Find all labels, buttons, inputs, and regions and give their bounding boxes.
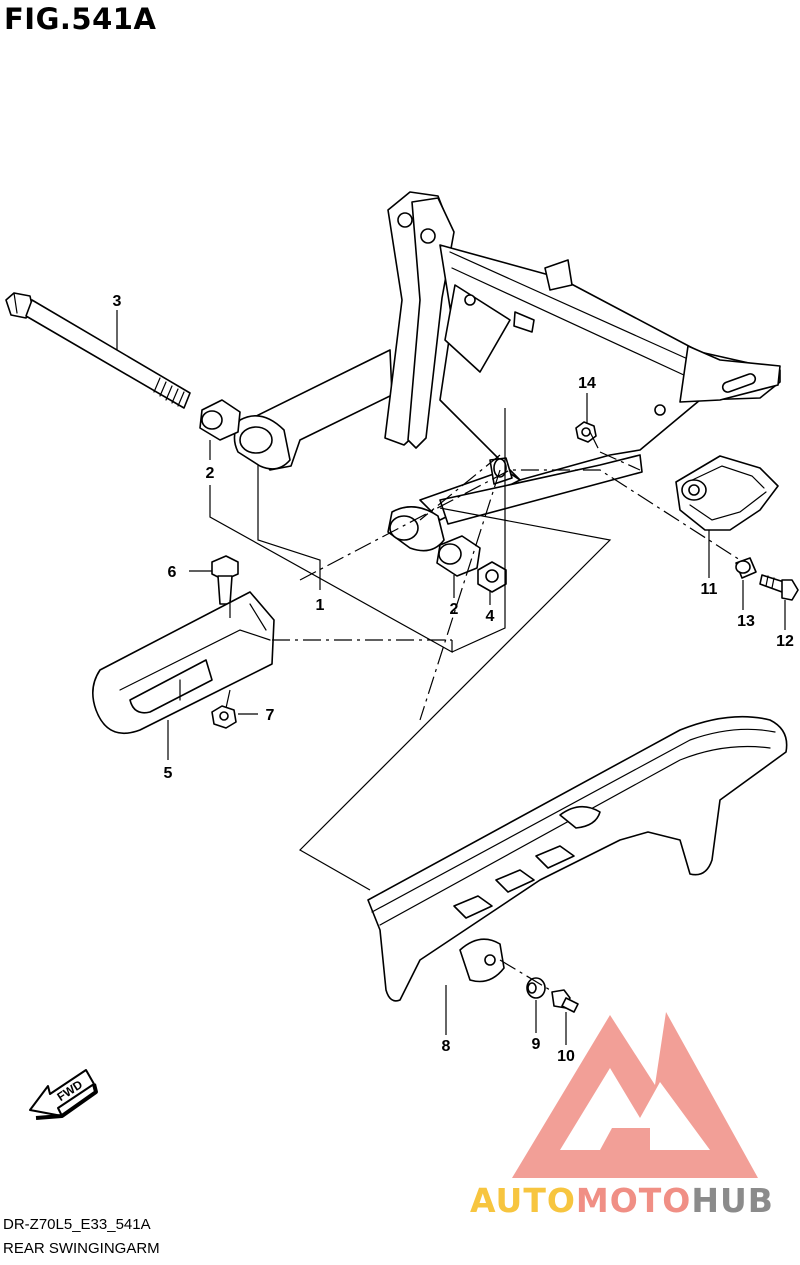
swingarm-frame-part bbox=[233, 191, 781, 552]
nut-part bbox=[477, 561, 507, 593]
diagram-name: REAR SWINGINGARM bbox=[3, 1240, 160, 1257]
pivot-bolt-part bbox=[5, 292, 191, 409]
watermark-part-2: MOTO bbox=[575, 1181, 692, 1220]
chain-slider-part bbox=[92, 591, 275, 735]
callout-11: 11 bbox=[701, 581, 718, 598]
figure-title: FIG.541A bbox=[4, 2, 157, 36]
callout-14: 14 bbox=[578, 375, 596, 392]
part-7-nut bbox=[211, 705, 237, 729]
callout-6: 6 bbox=[168, 564, 177, 581]
callout-2-upper: 2 bbox=[206, 465, 215, 482]
collar-part-upper bbox=[199, 399, 241, 441]
callout-1: 1 bbox=[316, 597, 325, 614]
spacer-part bbox=[735, 557, 757, 579]
callout-3: 3 bbox=[113, 293, 122, 310]
callout-12: 12 bbox=[776, 633, 794, 650]
callout-13: 13 bbox=[737, 613, 755, 630]
callout-2-lower: 2 bbox=[450, 601, 459, 618]
part-10-bolt bbox=[551, 989, 579, 1013]
fwd-arrow-icon: FWD bbox=[29, 1069, 98, 1120]
part-9-collar bbox=[526, 977, 546, 999]
chain-case-part bbox=[367, 715, 788, 1002]
part-12-bolt bbox=[759, 574, 799, 601]
watermark-part-1: AUTO bbox=[470, 1181, 576, 1220]
chain-guide-part bbox=[675, 455, 779, 531]
diagram-code: DR-Z70L5_E33_541A bbox=[3, 1216, 151, 1233]
part-6-bolt bbox=[211, 555, 239, 605]
watermark-text: AUTOMOTOHUB bbox=[470, 1181, 774, 1220]
callout-10: 10 bbox=[557, 1048, 575, 1065]
callout-4: 4 bbox=[486, 608, 495, 625]
callout-9: 9 bbox=[532, 1036, 541, 1053]
callout-8: 8 bbox=[442, 1038, 451, 1055]
callout-labels: 1 2 2 3 4 5 6 7 8 9 10 11 12 13 14 bbox=[113, 293, 794, 1065]
collar-part-lower bbox=[436, 535, 481, 577]
centre-lines bbox=[225, 431, 741, 991]
callout-5: 5 bbox=[164, 765, 173, 782]
leader-lines bbox=[116, 310, 786, 1045]
watermark-part-3: HUB bbox=[691, 1181, 774, 1220]
callout-7: 7 bbox=[266, 707, 275, 724]
watermark-logo bbox=[512, 1012, 758, 1178]
